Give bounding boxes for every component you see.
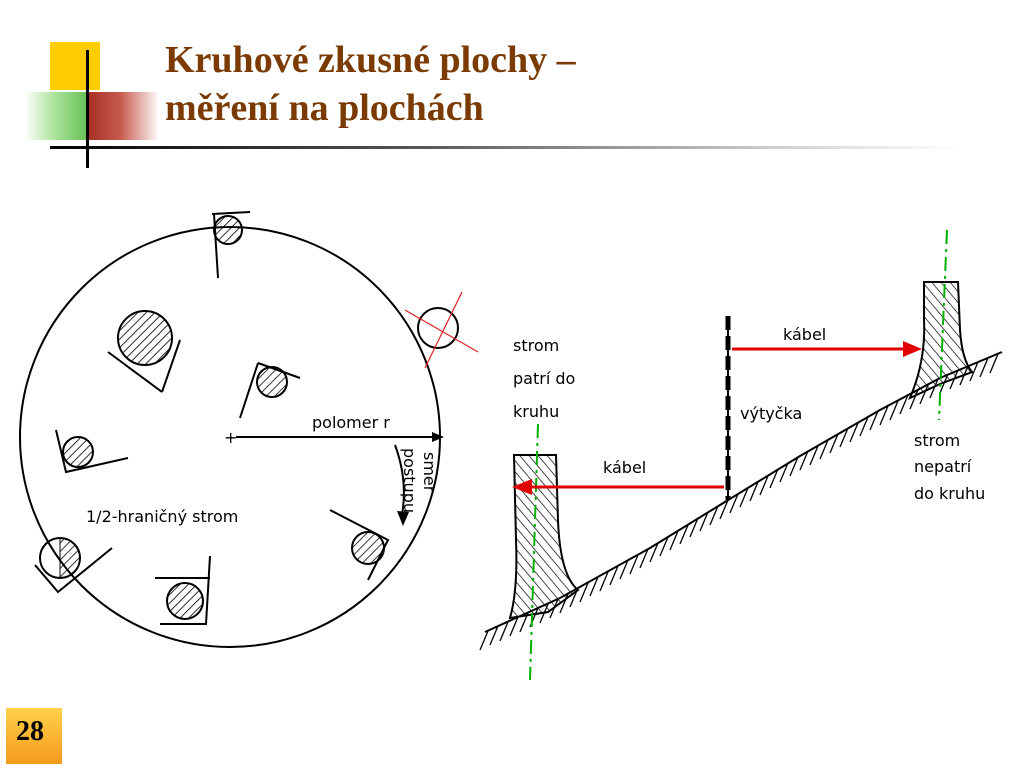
title-accent-yellow-block (50, 42, 100, 90)
tree-symbol (107, 310, 181, 393)
direction-label-1: smer (420, 452, 439, 493)
outside-tree-symbol (404, 291, 479, 369)
tree-trunk-inside (508, 454, 580, 620)
tree-outside-label-line-2: nepatrí (914, 457, 972, 476)
tree-inside-label-line-1: strom (513, 336, 559, 355)
cable-arrowhead-lower (512, 479, 532, 495)
tree-axis-outside (938, 229, 948, 421)
page-number: 28 (16, 716, 44, 747)
title-accent-red-block (89, 92, 159, 140)
title-underline (50, 146, 960, 149)
tree-symbol (239, 362, 301, 419)
cable-label-lower: kábel (603, 458, 646, 477)
title-accent-green-block (25, 92, 89, 140)
slide-title: Kruhové zkusné plochy – měření na plochá… (165, 36, 965, 132)
tree-inside-label-line-3: kruhu (513, 402, 559, 421)
slide-title-line-2: měření na plochách (165, 87, 484, 129)
direction-arrowhead (397, 511, 409, 526)
direction-arrow (394, 444, 405, 516)
tree-symbol (211, 211, 251, 279)
range-pole-label: výtyčka (740, 404, 802, 423)
tree-symbol (55, 429, 129, 474)
plot-center-mark: + (224, 428, 237, 447)
tree-symbol (155, 555, 211, 625)
radius-arrowhead (432, 432, 444, 442)
tree-outside-label-line-3: do kruhu (914, 484, 985, 503)
radius-label: polomer r (312, 413, 390, 432)
cable-label-upper: kábel (783, 325, 826, 344)
tree-outside-label-line-1: strom (914, 431, 960, 450)
slide-title-line-1: Kruhové zkusné plochy – (165, 39, 576, 81)
tree-inside-label-line-2: patrí do (513, 369, 575, 388)
tree-symbol (329, 509, 390, 581)
circle-plot-diagram: + polomer r smer postupu 1/2-hraničný st… (19, 211, 479, 648)
title-accent-vertical-line (86, 50, 89, 168)
direction-label-2: postupu (400, 448, 419, 513)
tree-axis-inside (529, 423, 539, 681)
tree-trunk-outside (908, 281, 974, 401)
page-number-badge (6, 708, 62, 764)
half-border-tree-label: 1/2-hraničný strom (86, 507, 238, 526)
border-tree-symbol (34, 537, 113, 594)
slope-measurement-diagram: kábel kábel výtyčka strom patrí do kruhu… (479, 229, 1003, 681)
cable-arrowhead-upper (903, 341, 922, 357)
